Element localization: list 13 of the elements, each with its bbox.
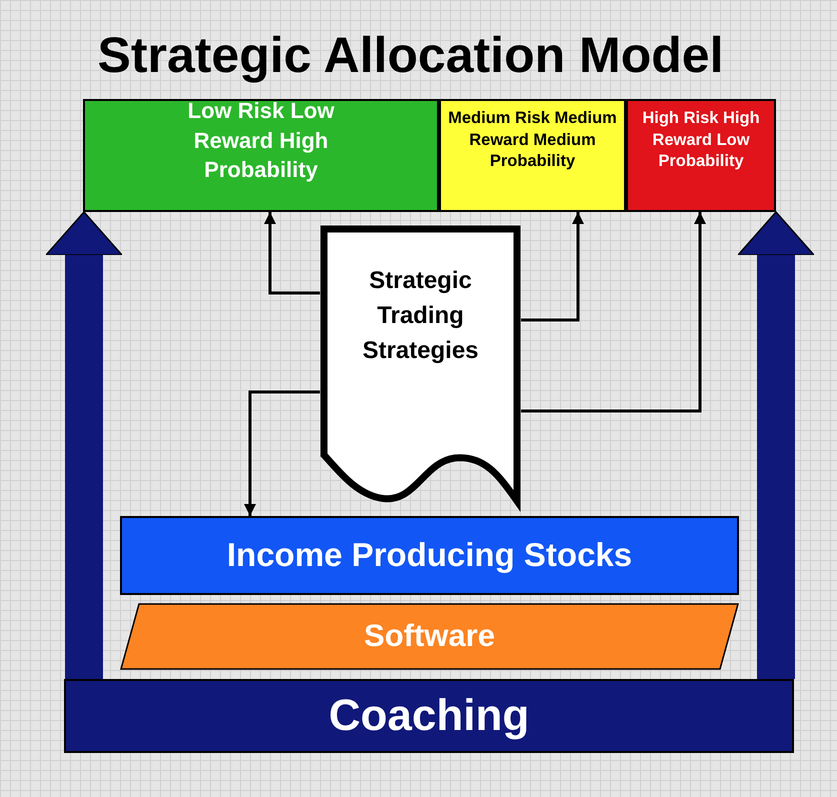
risk-box: Low Risk Low Reward High Probability bbox=[83, 99, 439, 212]
diagram-title: Strategic Allocation Model bbox=[96, 26, 724, 84]
arrow bbox=[264, 212, 320, 294]
risk-box: Medium Risk Medium Reward Medium Probability bbox=[439, 99, 626, 212]
block-arrow bbox=[45, 211, 123, 679]
process-box: Coaching bbox=[64, 679, 794, 753]
parallelogram-shape: Software bbox=[120, 603, 739, 670]
block-arrow bbox=[737, 211, 815, 679]
risk-box: High Risk High Reward Low Probability bbox=[626, 99, 776, 212]
process-box: Income Producing Stocks bbox=[120, 516, 739, 595]
arrow bbox=[244, 390, 320, 516]
arrow bbox=[521, 212, 706, 412]
arrow bbox=[521, 212, 584, 322]
